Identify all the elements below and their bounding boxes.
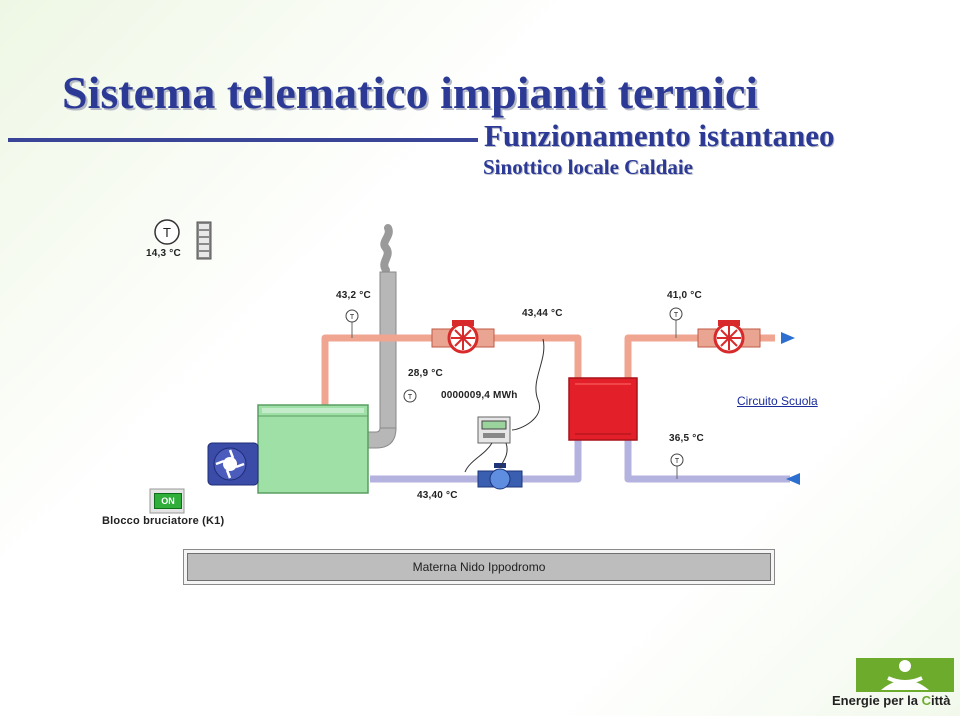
- smoke-icon: [380, 224, 393, 274]
- svg-text:T: T: [675, 458, 680, 465]
- svg-text:T: T: [163, 225, 171, 240]
- page-title: Sistema telematico impianti termici: [62, 67, 759, 118]
- return-pipe: [370, 440, 790, 483]
- probe-flue-icon: T: [403, 389, 417, 403]
- flow-meter-icon: [477, 463, 523, 490]
- pump-school-icon: [697, 320, 761, 354]
- circuit-school-link[interactable]: Circuito Scuola: [737, 394, 818, 408]
- burner-fan-icon: [207, 442, 259, 486]
- chimney-elbow: [365, 427, 397, 449]
- return-boiler-temperature: 43,40 °C: [417, 490, 458, 501]
- return-in-arrow-icon: [786, 473, 800, 485]
- site-selector-bar[interactable]: Materna Nido Ippodromo: [183, 549, 775, 585]
- flue-temperature: 28,9 °C: [408, 368, 443, 379]
- title-underline: [8, 138, 478, 142]
- signal-wire: [499, 442, 508, 469]
- page-subtitle: Funzionamento istantaneo: [484, 118, 835, 153]
- probe-return-school-icon: T: [670, 453, 684, 479]
- logo-text: Energie per la Città: [832, 693, 951, 708]
- energy-meter-icon: [477, 416, 511, 444]
- chimney: [379, 271, 397, 431]
- outdoor-gauge-icon: [196, 221, 212, 260]
- boiler: [257, 404, 369, 494]
- outdoor-temperature: 14,3 °C: [146, 248, 181, 259]
- signal-wire: [511, 338, 545, 431]
- return-school-temperature: 36,5 °C: [669, 433, 704, 444]
- energy-counter: 0000009,4 MWh: [441, 390, 518, 401]
- burner-status-badge: ON: [154, 493, 182, 509]
- svg-text:T: T: [350, 314, 355, 321]
- flow-boiler-temperature: 43,2 °C: [336, 290, 371, 301]
- energie-per-la-citta-logo: [856, 658, 954, 692]
- outdoor-thermometer-icon: T: [154, 219, 180, 245]
- flow-school-temperature: 41,0 °C: [667, 290, 702, 301]
- site-selector-label: Materna Nido Ippodromo: [187, 553, 771, 581]
- heat-exchanger: [568, 377, 638, 441]
- signal-wire: [464, 442, 493, 473]
- svg-text:T: T: [408, 394, 413, 401]
- pump-primary-icon: [431, 320, 495, 354]
- svg-text:T: T: [674, 312, 679, 319]
- flow-out-arrow-icon: [781, 332, 795, 344]
- probe-flow-boiler-icon: T: [345, 309, 359, 338]
- exchanger-inlet-temperature: 43,44 °C: [522, 308, 563, 319]
- page-section-title: Sinottico locale Caldaie: [483, 155, 693, 179]
- probe-flow-school-icon: T: [669, 307, 683, 338]
- burner-block-label: Blocco bruciatore (K1): [102, 515, 225, 527]
